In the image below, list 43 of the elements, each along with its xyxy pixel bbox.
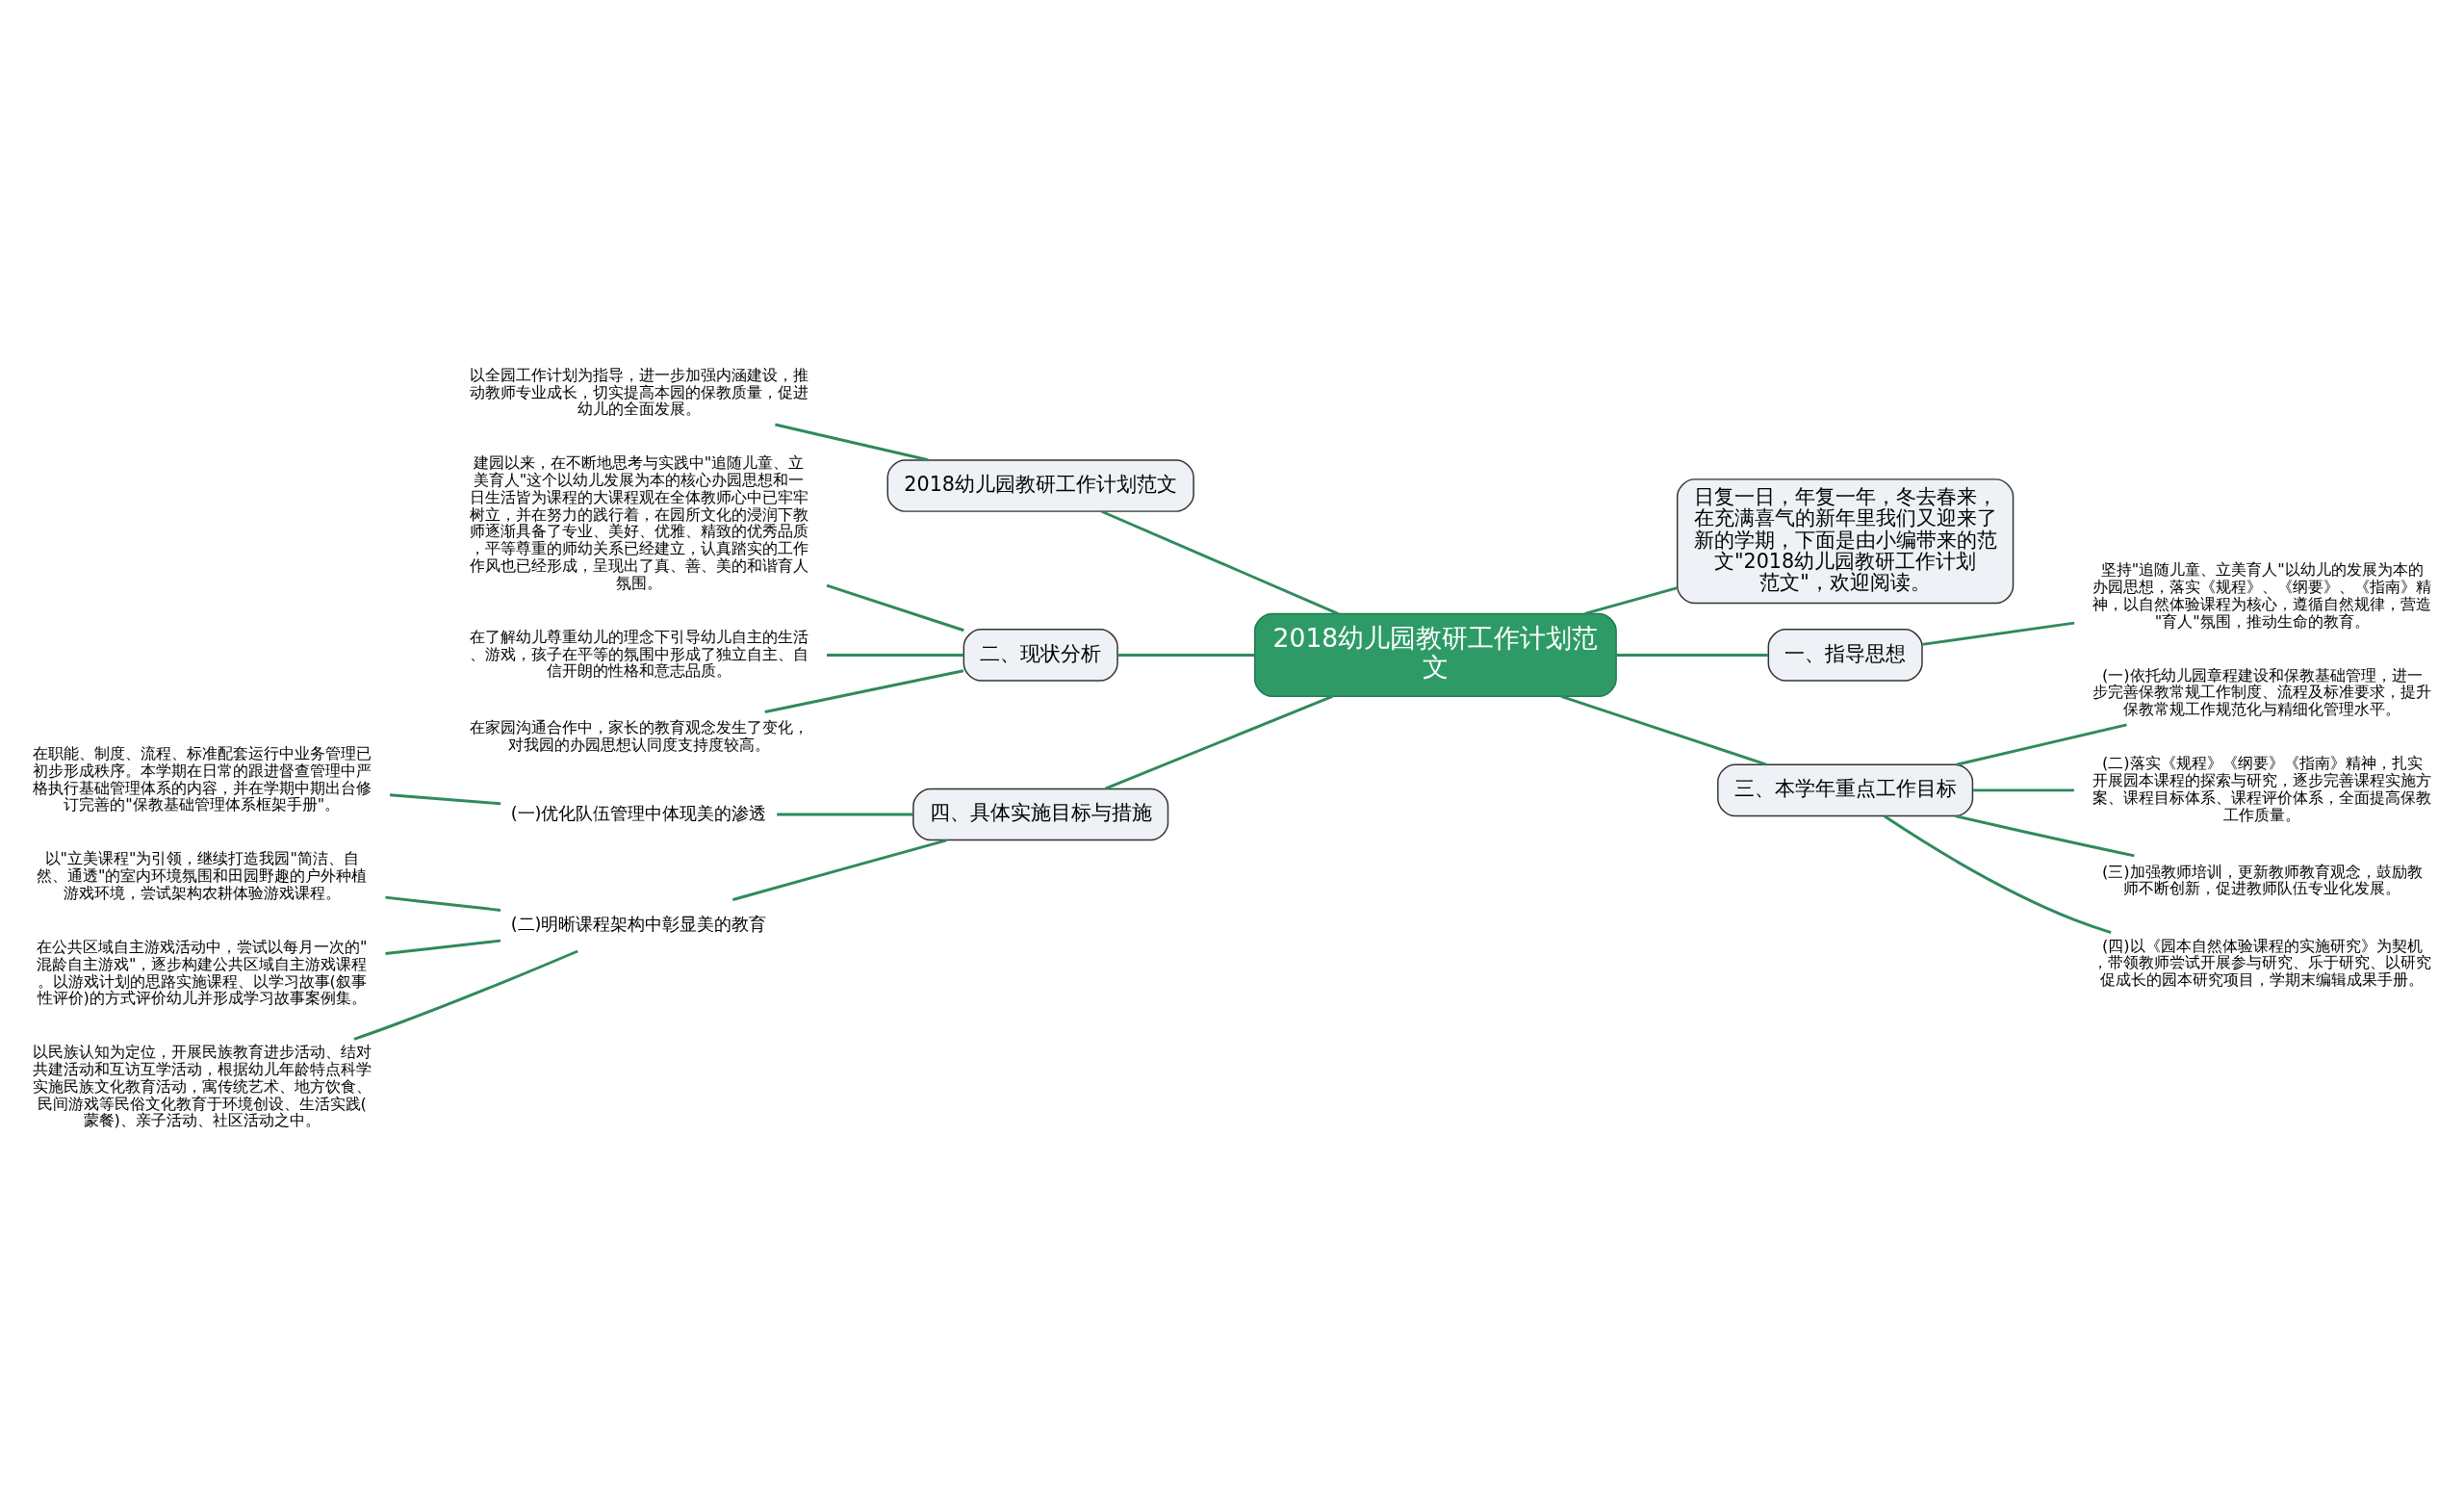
connector bbox=[1956, 723, 2127, 766]
node-text: 以民族认知为定位，开展民族教育进步活动、结对共建活动和互访互学活动，根据幼儿年龄特点科学实施民族文化教育活动，寓传统艺术、地方饮食、民间游戏等民俗文化教育于环境创设、生活实践(蒙餐)、亲子活动、社区活动之中。 bbox=[32, 1043, 372, 1130]
node-text: 以全园工作计划为指导，进一步加强内涵建设，推动教师专业成长，切实提高本园的保教质量，促进幼儿的全面发展。 bbox=[469, 365, 808, 419]
connector bbox=[1560, 694, 1767, 766]
node-text: 在公共区域自主游戏活动中，尝试以每月一次的"混龄自主游戏"，逐步构建公共区域自主游戏课程。以游戏计划的思路实施课程、以学习故事(叙事性评价)的方式评价幼儿并形成学习故事案例集。 bbox=[37, 938, 368, 1008]
connector bbox=[1100, 509, 1340, 615]
connector bbox=[353, 949, 578, 1041]
connector bbox=[385, 939, 501, 955]
node-text: (一)优化队伍管理中体现美的渗透 bbox=[510, 803, 767, 823]
node-text: 建园以来，在不断地思考与实践中"追随儿童、立美育人"这个以幼儿发展为本的核心办园思想和一日生活皆为课程的大课程观在全体教师心中已牢牢树立，并在努力的践行着，在园所文化的浸润下教师逐渐具备了专业、美好、优雅、精致的优秀品质，平等尊重的师幼关系已经建立，认真踏实的工作作风也已经形成，呈现出了真、善、美的和谐育人氛围。 bbox=[469, 453, 808, 592]
node-box: 三、本学年重点工作目标 bbox=[1717, 763, 1974, 817]
node-text: (二)落实《规程》《纲要》《指南》精神，扎实开展园本课程的探索与研究，逐步完善课程实施方案、课程目标体系、课程评价体系，全面提高保教工作质量。 bbox=[2092, 754, 2432, 824]
connector bbox=[777, 813, 913, 816]
connector bbox=[389, 793, 501, 806]
node-text: 以"立美课程"为引领，继续打造我园"简洁、自然、通透"的室内环境氛围和田园野趣的户外种植游戏环境，尝试架构农耕体验游戏课程。 bbox=[37, 849, 368, 902]
connector bbox=[1105, 694, 1333, 790]
connector bbox=[732, 839, 947, 901]
connector bbox=[764, 669, 964, 713]
node-box: 一、指导思想 bbox=[1767, 629, 1923, 682]
connector bbox=[1616, 653, 1768, 657]
connector bbox=[1973, 788, 2074, 792]
node-text: 在了解幼儿尊重幼儿的理念下引导幼儿自主的生活、游戏，孩子在平等的氛围中形成了独立自主、自信开朗的性格和意志品质。 bbox=[469, 627, 808, 681]
connector bbox=[775, 423, 929, 462]
node-box: 日复一日，年复一年，冬去春来，在充满喜气的新年里我们又迎来了新的学期，下面是由小编带来的范文"2018幼儿园教研工作计划范文"，欢迎阅读。 bbox=[1676, 478, 2015, 605]
connector bbox=[385, 895, 501, 912]
connector bbox=[827, 653, 964, 657]
connector bbox=[1883, 814, 2112, 934]
node-text: (一)依托幼儿园章程建设和保教基础管理，进一步完善保教常规工作制度、流程及标准要求，提升保教常规工作规范化与精细化管理水平。 bbox=[2092, 665, 2432, 719]
node-text: 在职能、制度、流程、标准配套运行中业务管理已初步形成秩序。本学期在日常的跟进督查管理中严格执行基础管理体系的内容，并在学期中期出台修订完善的"保教基础管理体系框架手册"。 bbox=[32, 744, 372, 814]
connector bbox=[1584, 586, 1678, 615]
node-text: (三)加强教师培训，更新教师教育观念，鼓励教师不断创新，促进教师队伍专业化发展。 bbox=[2101, 862, 2423, 898]
node-text: (二)明晰课程架构中彰显美的教育 bbox=[510, 914, 767, 934]
connector bbox=[1921, 621, 2075, 646]
node-text: 坚持"追随儿童、立美育人"以幼儿的发展为本的办园思想，落实《规程》、《纲要》、《指南》精神，以自然体验课程为核心，遵循自然规律，营造"育人"氛围，推动生命的教育。 bbox=[2092, 560, 2432, 631]
connector bbox=[1117, 653, 1255, 657]
node-box: 2018幼儿园教研工作计划范文 bbox=[1253, 612, 1617, 698]
node-box: 二、现状分析 bbox=[962, 629, 1118, 682]
node-box: 2018幼儿园教研工作计划范文 bbox=[886, 459, 1194, 512]
connector bbox=[826, 583, 964, 633]
node-box: 四、具体实施目标与措施 bbox=[912, 788, 1169, 841]
node-text: 在家园沟通合作中，家长的教育观念发生了变化，对我园的办园思想认同度支持度较高。 bbox=[469, 718, 808, 755]
node-text: (四)以《园本自然体验课程的实施研究》为契机，带领教师尝试开展参与研究、乐于研究、以研究促成长的园本研究项目，学期末编辑成果手册。 bbox=[2092, 936, 2432, 990]
connector bbox=[1955, 814, 2135, 858]
